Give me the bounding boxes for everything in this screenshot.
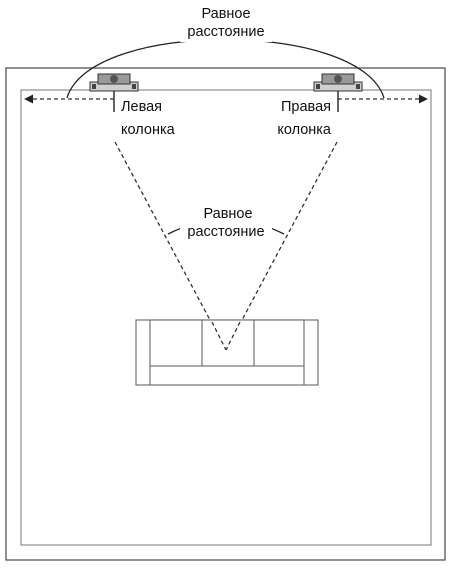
sofa-icon xyxy=(135,319,319,386)
top-label-background xyxy=(180,2,272,42)
room-outer-wall xyxy=(5,67,446,561)
center-distance-label-line1: Равное xyxy=(203,206,252,222)
left-speaker-label-line1: Левая xyxy=(121,99,162,115)
room-inner-wall xyxy=(20,89,432,546)
left-listening-line xyxy=(114,141,227,351)
left-speaker-label-line2: колонка xyxy=(121,122,176,138)
left-listening-line-tip xyxy=(211,321,227,351)
right-listening-line-tip xyxy=(225,321,241,351)
top-distance-label-line1: Равное xyxy=(201,6,250,22)
left-speaker-icon xyxy=(89,73,139,92)
center-label-background xyxy=(180,204,272,240)
right-speaker-label-line1: Правая xyxy=(281,99,331,115)
top-distance-label-line2: расстояние xyxy=(187,24,264,40)
right-listening-line xyxy=(225,141,338,351)
right-speaker-label-line2: колонка xyxy=(277,122,332,138)
center-distance-label-line2: расстояние xyxy=(187,224,264,240)
right-speaker-icon xyxy=(313,73,363,92)
